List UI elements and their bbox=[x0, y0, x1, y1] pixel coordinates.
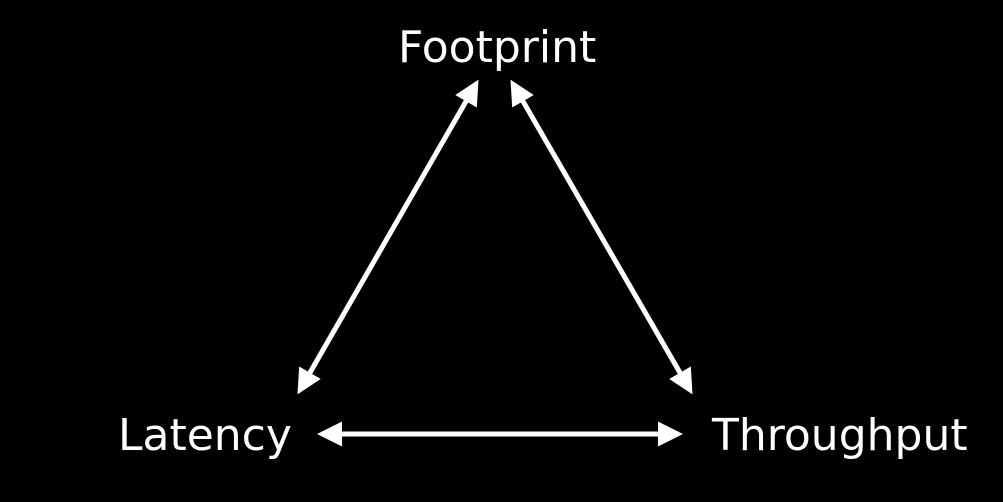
node-throughput-label: Throughput bbox=[712, 410, 968, 461]
arrow-footprint-throughput bbox=[510, 79, 693, 395]
node-footprint-label: Footprint bbox=[398, 22, 597, 73]
arrow-footprint-latency bbox=[297, 79, 479, 395]
node-latency-label: Latency bbox=[118, 410, 292, 461]
